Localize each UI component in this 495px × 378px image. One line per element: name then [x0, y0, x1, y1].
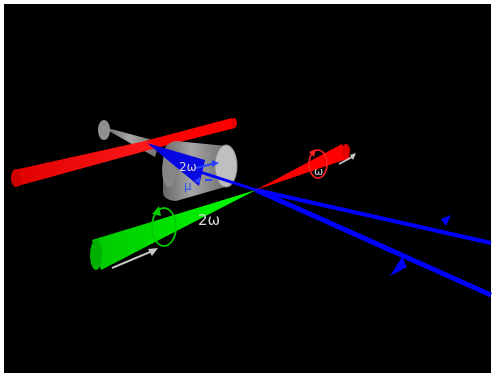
blue-cone — [147, 143, 205, 186]
label-2omega-cylinder: 2ω — [179, 160, 197, 174]
circular-arrow-icon — [308, 149, 328, 179]
red-beam-left-cap — [11, 169, 21, 187]
circular-arrow-icon — [151, 206, 177, 247]
arrowhead-icon — [441, 215, 451, 226]
red-beam-right — [256, 144, 350, 190]
green-beam-cap — [90, 240, 102, 270]
green-beam — [92, 190, 256, 270]
gray-cone-cap — [98, 120, 110, 140]
red-beam-upper-cap — [231, 118, 237, 128]
direction-arrow-right — [338, 153, 356, 165]
blue-beam-upper — [255, 188, 492, 245]
blue-beam-lower — [254, 187, 493, 298]
label-mu: μ — [184, 179, 192, 193]
blue-line-to-focus — [199, 170, 257, 192]
label-omega: ω — [314, 165, 323, 178]
red-beam-left — [14, 141, 160, 186]
red-beam-right-cap — [342, 144, 350, 158]
label-2omega: 2ω — [198, 211, 220, 229]
mu-arrows — [194, 160, 219, 184]
red-beam-upper — [145, 118, 235, 147]
direction-arrow-green — [111, 248, 158, 269]
arrowhead-icon — [390, 257, 407, 276]
